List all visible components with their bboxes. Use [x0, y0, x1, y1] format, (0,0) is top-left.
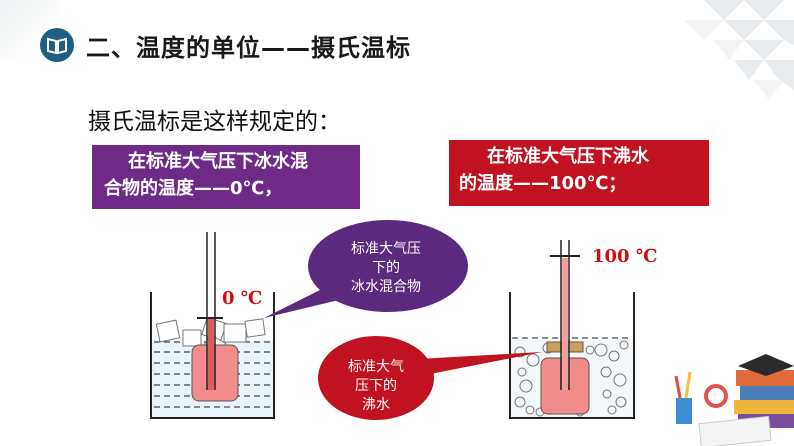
boil-definition-line-2: 的温度——100℃； [459, 173, 627, 194]
ice-definition-box: 在标准大气压下冰水混 合物的温度——0℃， [92, 145, 360, 209]
ice-callout-line-2: 下的 [372, 260, 400, 276]
boil-definition-line-1: 在标准大气压下沸水 [487, 146, 649, 167]
boil-callout-line-2: 压下的 [355, 378, 397, 394]
intro-text: 摄氏温标是这样规定的： [88, 109, 341, 135]
book-icon [40, 28, 74, 62]
boil-callout-text: 标准大气 压下的 沸水 [328, 358, 424, 415]
ice-callout-line-1: 标准大气压 [351, 241, 421, 257]
boil-callout-line-3: 沸水 [362, 397, 390, 413]
zero-degree-label: 0 ℃ [222, 288, 263, 309]
boil-callout-line-1: 标准大气 [348, 359, 404, 375]
ice-callout-text: 标准大气压 下的 冰水混合物 [318, 240, 454, 297]
boil-callout-bubble [318, 336, 542, 420]
ice-definition-line-1: 在标准大气压下冰水混 [128, 151, 308, 172]
boil-definition-box: 在标准大气压下沸水 的温度——100℃； [449, 140, 709, 206]
hundred-degree-label: 100 ℃ [592, 246, 658, 267]
boiling-water-beaker [509, 240, 635, 419]
school-supplies-illustration [674, 354, 794, 446]
ice-water-beaker [150, 232, 275, 419]
ice-callout-bubble [264, 220, 468, 318]
page-title: 二、温度的单位——摄氏温标 [86, 34, 411, 62]
corner-decoration-right [684, 0, 794, 100]
ice-callout-line-3: 冰水混合物 [351, 279, 421, 295]
ice-definition-line-2: 合物的温度——0℃， [104, 178, 283, 199]
